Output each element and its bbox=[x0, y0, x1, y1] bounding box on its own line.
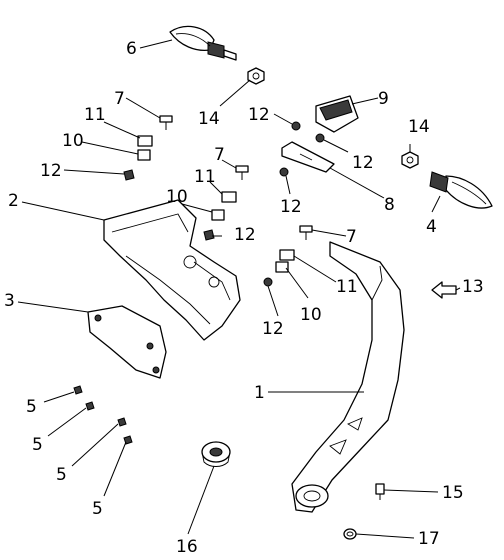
callout-5: 5 bbox=[32, 435, 43, 455]
callout-labels: 6 7 14 12 9 11 10 12 12 14 2 7 11 12 8 4… bbox=[4, 39, 484, 557]
callout-3: 3 bbox=[4, 291, 15, 311]
callout-12: 12 bbox=[248, 105, 270, 125]
callout-2: 2 bbox=[8, 191, 19, 211]
part-spacer-11a bbox=[137, 135, 153, 147]
callout-10: 10 bbox=[62, 131, 84, 151]
callout-6: 6 bbox=[126, 39, 137, 59]
part-bolt-7b bbox=[235, 165, 249, 180]
callout-10: 10 bbox=[300, 305, 322, 325]
part-rubber-10a bbox=[137, 149, 151, 161]
part-rear-fender bbox=[103, 199, 241, 341]
part-turn-signal-left bbox=[169, 25, 237, 61]
callout-17: 17 bbox=[418, 529, 440, 549]
leader-lines bbox=[17, 39, 461, 539]
part-license-holder-arm bbox=[291, 241, 405, 513]
callout-16: 16 bbox=[176, 537, 198, 557]
callout-7: 7 bbox=[114, 89, 125, 109]
callout-5: 5 bbox=[56, 465, 67, 485]
part-turn-signal-right bbox=[429, 171, 493, 209]
part-spacer-11c bbox=[279, 249, 295, 261]
part-bolt-7c bbox=[299, 225, 313, 240]
callout-9: 9 bbox=[378, 89, 389, 109]
callout-5: 5 bbox=[92, 499, 103, 519]
callout-13: 13 bbox=[462, 277, 484, 297]
callout-7: 7 bbox=[346, 227, 357, 247]
callout-10: 10 bbox=[166, 187, 188, 207]
part-bolt-7a bbox=[159, 115, 173, 130]
callout-12: 12 bbox=[234, 225, 256, 245]
callout-11: 11 bbox=[336, 277, 358, 297]
callout-8: 8 bbox=[384, 195, 395, 215]
part-bolt-15 bbox=[375, 483, 385, 500]
part-license-light bbox=[315, 95, 359, 133]
callout-11: 11 bbox=[194, 167, 216, 187]
part-spacer-11b bbox=[221, 191, 237, 203]
callout-12: 12 bbox=[280, 197, 302, 217]
callout-1: 1 bbox=[254, 383, 265, 403]
part-grommet bbox=[201, 441, 231, 467]
part-direction-arrow bbox=[431, 281, 457, 299]
part-rubber-10b bbox=[211, 209, 225, 221]
callout-14: 14 bbox=[198, 109, 220, 129]
callout-5: 5 bbox=[26, 397, 37, 417]
part-small-nuts bbox=[123, 121, 325, 287]
part-bracket-plate bbox=[281, 141, 335, 173]
callout-12: 12 bbox=[40, 161, 62, 181]
part-rubber-10c bbox=[275, 261, 289, 273]
callout-11: 11 bbox=[84, 105, 106, 125]
part-mud-flap bbox=[87, 305, 167, 379]
callout-12: 12 bbox=[262, 319, 284, 339]
part-nut-14a bbox=[247, 67, 265, 85]
callout-12: 12 bbox=[352, 153, 374, 173]
part-nut-14b bbox=[401, 151, 419, 169]
callout-14: 14 bbox=[408, 117, 430, 137]
callout-7: 7 bbox=[214, 145, 225, 165]
callout-4: 4 bbox=[426, 217, 437, 237]
part-screws-5 bbox=[73, 385, 133, 445]
part-washer-17 bbox=[343, 528, 357, 540]
callout-15: 15 bbox=[442, 483, 464, 503]
